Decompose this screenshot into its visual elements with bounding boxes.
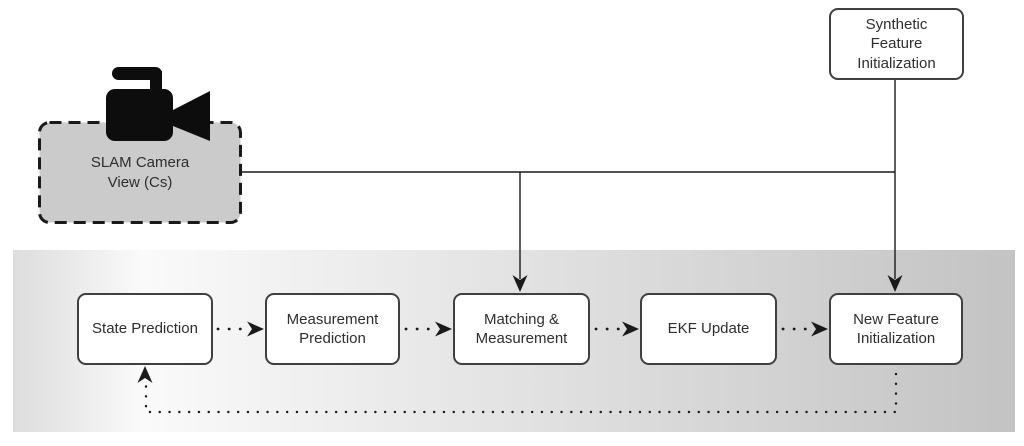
measurement-prediction-label: Measurement Prediction <box>286 310 379 348</box>
node-synthetic-feature-initialization: Synthetic Feature Initialization <box>829 8 964 80</box>
node-ekf-update: EKF Update <box>640 293 777 365</box>
new-feature-initialization-label: New Feature Initialization <box>853 310 939 348</box>
ekf-update-label: EKF Update <box>667 320 750 338</box>
node-state-prediction: State Prediction <box>77 293 213 365</box>
video-camera-icon <box>106 67 210 141</box>
state-prediction-label: State Prediction <box>92 320 198 338</box>
matching-measurement-label: Matching & Measurement <box>475 310 568 348</box>
node-new-feature-initialization: New Feature Initialization <box>829 293 963 365</box>
camera-box-outline <box>38 121 242 224</box>
node-matching-measurement: Matching & Measurement <box>453 293 590 365</box>
node-measurement-prediction: Measurement Prediction <box>265 293 400 365</box>
node-slam-camera-view: SLAM Camera View (Cs) <box>38 67 242 224</box>
camera-node-label: SLAM Camera View (Cs) <box>90 154 190 191</box>
synthetic-node-label: Synthetic Feature Initialization <box>857 15 936 72</box>
